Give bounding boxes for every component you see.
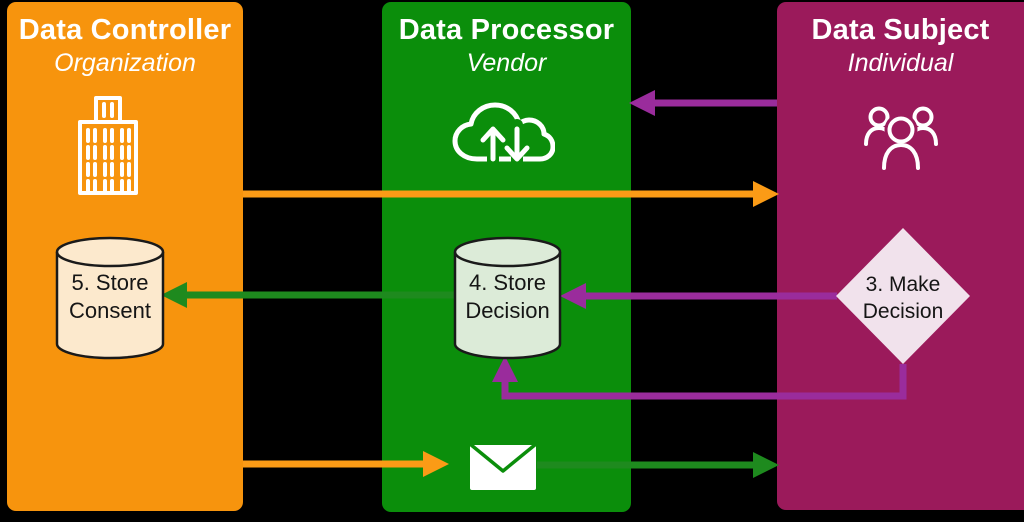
store-decision-label: 4. Store Decision bbox=[442, 269, 573, 325]
store-consent-label: 5. Store Consent bbox=[45, 269, 175, 325]
column-data-processor bbox=[382, 2, 631, 512]
column-subtitle: Individual bbox=[847, 49, 954, 77]
label-line: Decision bbox=[862, 300, 944, 323]
column-title: Data Subject bbox=[811, 14, 990, 46]
front-body bbox=[882, 143, 920, 170]
label-line: 4. Store bbox=[468, 270, 547, 295]
heading-data-subject: Data Subject Individual bbox=[777, 13, 1024, 78]
cloud-sync-icon bbox=[452, 102, 555, 167]
back-left-head bbox=[868, 106, 890, 128]
column-data-controller bbox=[7, 2, 243, 511]
building-windows bbox=[86, 128, 131, 194]
arrow-subject-to-processor-top bbox=[629, 90, 777, 116]
people-icon bbox=[864, 106, 938, 170]
heading-data-controller: Data Controller Organization bbox=[7, 13, 243, 78]
column-title: Data Controller bbox=[18, 14, 232, 46]
label-line: 5. Store bbox=[71, 270, 149, 295]
back-right-head bbox=[912, 106, 934, 128]
building-icon bbox=[78, 96, 138, 195]
column-data-subject bbox=[777, 2, 1024, 510]
make-decision-label: 3. Make Decision bbox=[838, 271, 968, 325]
column-subtitle: Vendor bbox=[466, 49, 547, 77]
label-line: 3. Make bbox=[865, 273, 941, 296]
column-title: Data Processor bbox=[398, 14, 615, 46]
download-arrow-head bbox=[504, 145, 530, 162]
front-head bbox=[887, 116, 915, 144]
upload-arrow-head bbox=[480, 126, 506, 143]
label-line: Decision bbox=[465, 298, 550, 323]
heading-data-processor: Data Processor Vendor bbox=[382, 13, 631, 78]
column-subtitle: Organization bbox=[54, 49, 196, 77]
label-line: Consent bbox=[69, 298, 151, 323]
